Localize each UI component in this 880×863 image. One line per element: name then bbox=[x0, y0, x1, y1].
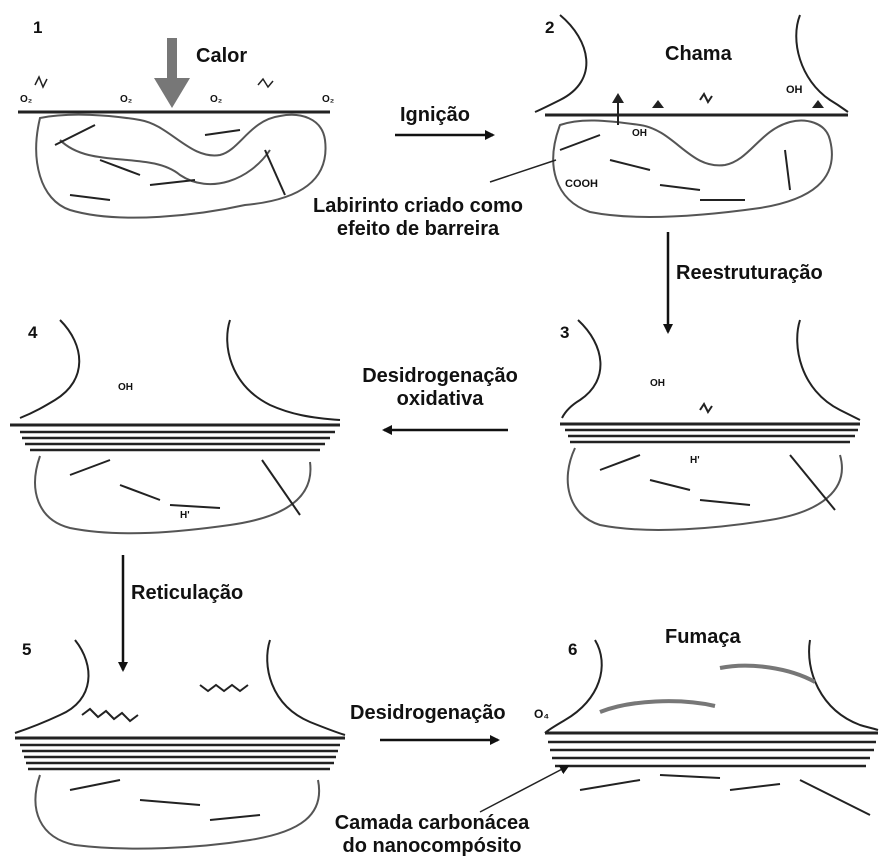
panel-3 bbox=[560, 320, 860, 530]
stage-number-4: 4 bbox=[28, 323, 37, 343]
stage-number-5: 5 bbox=[22, 640, 31, 660]
labyrinth-pointer bbox=[490, 160, 556, 182]
gas-arrow-up bbox=[612, 93, 624, 103]
o2-label: O₂ bbox=[322, 94, 334, 106]
ignition-label: Ignição bbox=[400, 104, 470, 127]
oh-label: OH bbox=[650, 378, 665, 390]
h-radical-label: H' bbox=[690, 455, 700, 467]
heat-arrow bbox=[154, 38, 190, 108]
oxidative-dehydro-line2: oxidativa bbox=[345, 388, 535, 411]
polymer-matrix bbox=[568, 448, 842, 530]
char-layer bbox=[20, 745, 340, 769]
polymer-matrix bbox=[35, 775, 319, 849]
stage-number-2: 2 bbox=[545, 18, 554, 38]
o4-label: O₄ bbox=[534, 708, 549, 722]
gas-marker bbox=[812, 100, 824, 108]
gas-marker bbox=[652, 100, 664, 108]
o2-label: O₂ bbox=[20, 94, 32, 106]
smoke-cloud bbox=[600, 701, 715, 712]
char-layer bbox=[20, 432, 335, 450]
polymer-matrix bbox=[35, 456, 310, 533]
stage-number-6: 6 bbox=[568, 640, 577, 660]
labyrinth-line1: Labirinto criado como bbox=[302, 195, 534, 218]
polymer-matrix bbox=[553, 120, 832, 217]
oh-label: OH bbox=[118, 382, 133, 394]
char-line2: do nanocompósito bbox=[312, 835, 552, 858]
char-layer-annotation: Camada carbonácea do nanocompósito bbox=[312, 812, 552, 858]
char-line1: Camada carbonácea bbox=[312, 812, 552, 835]
oh-label: OH bbox=[786, 84, 803, 97]
labyrinth-line2: efeito de barreira bbox=[302, 218, 534, 241]
smoke-label: Fumaça bbox=[665, 626, 741, 649]
char-layer bbox=[565, 430, 858, 442]
flame-outline bbox=[535, 15, 586, 112]
stage-number-1: 1 bbox=[33, 18, 42, 38]
char-pointer bbox=[480, 766, 568, 812]
cooh-label: COOH bbox=[565, 178, 598, 191]
oh-label: OH bbox=[632, 128, 647, 140]
oxidative-dehydro-line1: Desidrogenação bbox=[345, 365, 535, 388]
stage-number-3: 3 bbox=[560, 323, 569, 343]
panel-6 bbox=[545, 640, 878, 815]
restructuring-label: Reestruturação bbox=[676, 262, 823, 285]
panel-4 bbox=[10, 320, 340, 533]
o2-label: O₂ bbox=[210, 94, 222, 106]
polymer-matrix bbox=[36, 115, 325, 218]
oxidative-dehydro-label: Desidrogenação oxidativa bbox=[345, 365, 535, 411]
h-radical-label: H' bbox=[180, 510, 190, 522]
o2-label: O₂ bbox=[120, 94, 132, 106]
panel-5 bbox=[15, 640, 345, 849]
crosslinking-label: Reticulação bbox=[131, 582, 243, 605]
flame-label: Chama bbox=[665, 43, 732, 66]
labyrinth-annotation: Labirinto criado como efeito de barreira bbox=[302, 195, 534, 241]
dehydrogenation-label: Desidrogenação bbox=[350, 702, 506, 725]
heat-label: Calor bbox=[196, 45, 247, 68]
char-layer bbox=[548, 742, 876, 766]
